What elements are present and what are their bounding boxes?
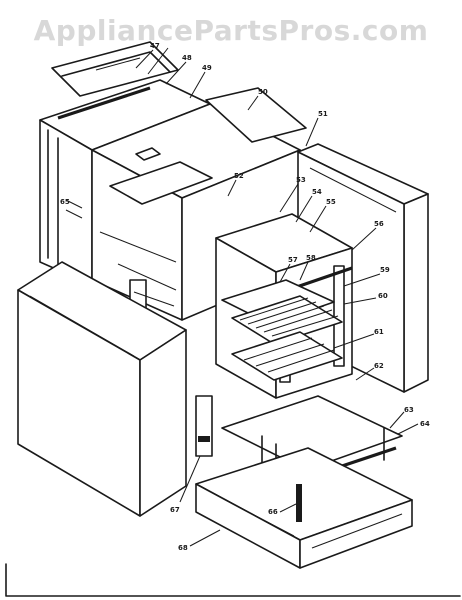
top-rear-panel xyxy=(205,87,307,143)
watermark: AppliancePartsPros.com xyxy=(33,14,429,47)
callout-53: 53 xyxy=(296,176,306,184)
callout-52: 52 xyxy=(234,172,244,180)
door-panel xyxy=(17,261,187,517)
vertical-bracket xyxy=(195,395,213,457)
drawer-roller xyxy=(296,484,302,522)
storage-drawer xyxy=(195,447,413,569)
callout-51: 51 xyxy=(318,110,328,118)
top-back-panel xyxy=(51,41,179,97)
callout-48: 48 xyxy=(182,54,192,62)
callout-60: 60 xyxy=(378,292,388,300)
floor-corner xyxy=(5,563,461,597)
callout-58: 58 xyxy=(306,254,316,262)
callout-47: 47 xyxy=(150,42,160,50)
callout-57: 57 xyxy=(288,256,298,264)
callout-49: 49 xyxy=(202,64,212,72)
leader-lines xyxy=(135,47,419,547)
callout-59: 59 xyxy=(380,266,390,274)
callout-labels: 47 48 49 50 51 52 53 54 55 56 57 58 59 6… xyxy=(60,42,430,552)
oven-rack xyxy=(231,295,343,381)
callout-66: 66 xyxy=(268,508,278,516)
callout-67: 67 xyxy=(170,506,180,514)
callout-56: 56 xyxy=(374,220,384,228)
callout-64: 64 xyxy=(420,420,430,428)
callout-62: 62 xyxy=(374,362,384,370)
callout-61: 61 xyxy=(374,328,384,336)
callout-50: 50 xyxy=(258,88,268,96)
callout-54: 54 xyxy=(312,188,322,196)
callout-63: 63 xyxy=(404,406,414,414)
callout-68: 68 xyxy=(178,544,188,552)
callout-65: 65 xyxy=(60,198,70,206)
callout-55: 55 xyxy=(326,198,336,206)
